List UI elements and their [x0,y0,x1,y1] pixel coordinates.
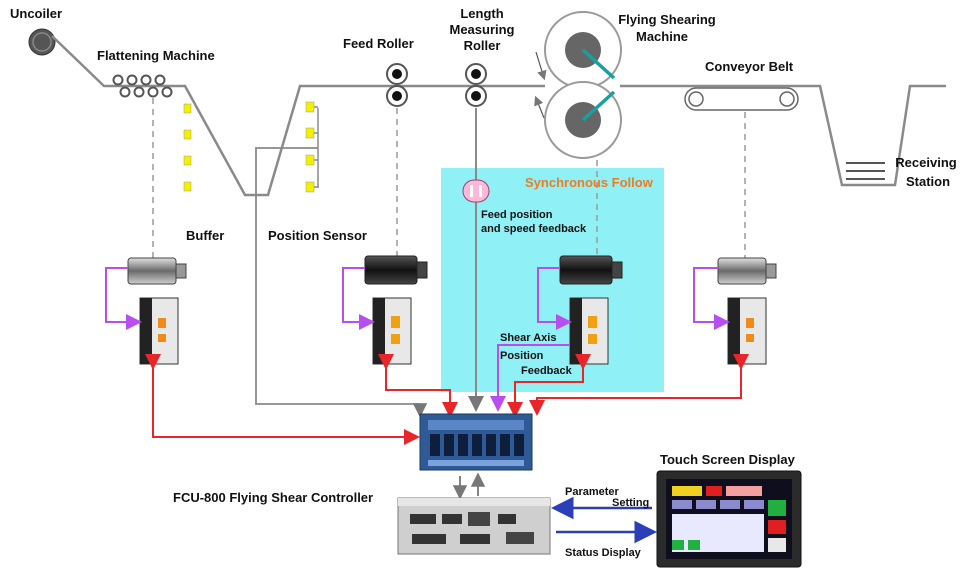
length-measuring-roller-icon [465,63,487,107]
shear-axis-feedback-label-2: Position [500,350,544,362]
feed-feedback-line [462,108,490,412]
conveyor-belt-label: Conveyor Belt [705,59,794,74]
feed-servo-drive-icon [372,297,412,365]
feed-feedback-label-1: Feed position [481,209,553,221]
shear-servo-drive-icon [569,297,609,365]
status-display-label: Status Display [565,547,642,559]
feed-roller-icon [386,63,408,107]
position-sensor-icon [305,101,319,193]
flying-shear-icon [534,11,622,159]
touch-screen-label: Touch Screen Display [660,452,796,467]
length-measuring-roller-label-3: Roller [464,38,501,53]
buffer-label: Buffer [186,228,224,243]
flattening-rollers-icon [112,74,173,98]
feed-servo-motor-icon [364,255,428,285]
controller-io-module [419,413,533,471]
feed-feedback-label-2: and speed feedback [481,223,587,235]
controller-bus-arrows [452,472,486,500]
receiving-station-label-1: Receiving [895,155,956,170]
parameter-setting-label-2: Setting [612,497,649,509]
uncoiler-label: Uncoiler [10,6,62,21]
mechanical-links [152,98,746,258]
synchronous-follow-label: Synchronous Follow [525,175,654,190]
position-sensor-label: Position Sensor [268,228,367,243]
fcu-800-controller-icon [397,497,551,555]
parameter-setting-label-1: Parameter [565,486,620,498]
buffer-servo-motor-icon [127,257,187,285]
conveyor-servo-drive-icon [727,297,767,365]
touch-screen-display-icon [656,470,802,568]
flattening-machine-label: Flattening Machine [97,48,215,63]
shear-axis-feedback-label-1: Shear Axis [500,332,556,344]
motor-drive-feedback-loops [105,267,730,412]
shear-servo-motor-icon [559,255,623,285]
shear-axis-feedback-label-3: Feedback [521,365,573,377]
buffer-servo-drive-icon [139,297,179,365]
material-strip [51,35,946,197]
feed-roller-label: Feed Roller [343,36,414,51]
control-signal-lines [145,354,749,445]
buffer-sensors-icon [183,103,192,192]
conveyor-servo-motor-icon [717,257,777,285]
length-measuring-roller-label-2: Measuring [449,22,514,37]
flying-shearing-machine-label-1: Flying Shearing [618,12,716,27]
receiving-station-label-2: Station [906,174,950,189]
hmi-links [551,496,657,544]
length-measuring-roller-label-1: Length [460,6,503,21]
conveyor-belt-icon [684,87,799,111]
receiving-station-icon [846,162,885,180]
flying-shearing-machine-label-2: Machine [636,29,688,44]
uncoiler-icon [28,28,56,56]
controller-label: FCU-800 Flying Shear Controller [173,490,373,505]
